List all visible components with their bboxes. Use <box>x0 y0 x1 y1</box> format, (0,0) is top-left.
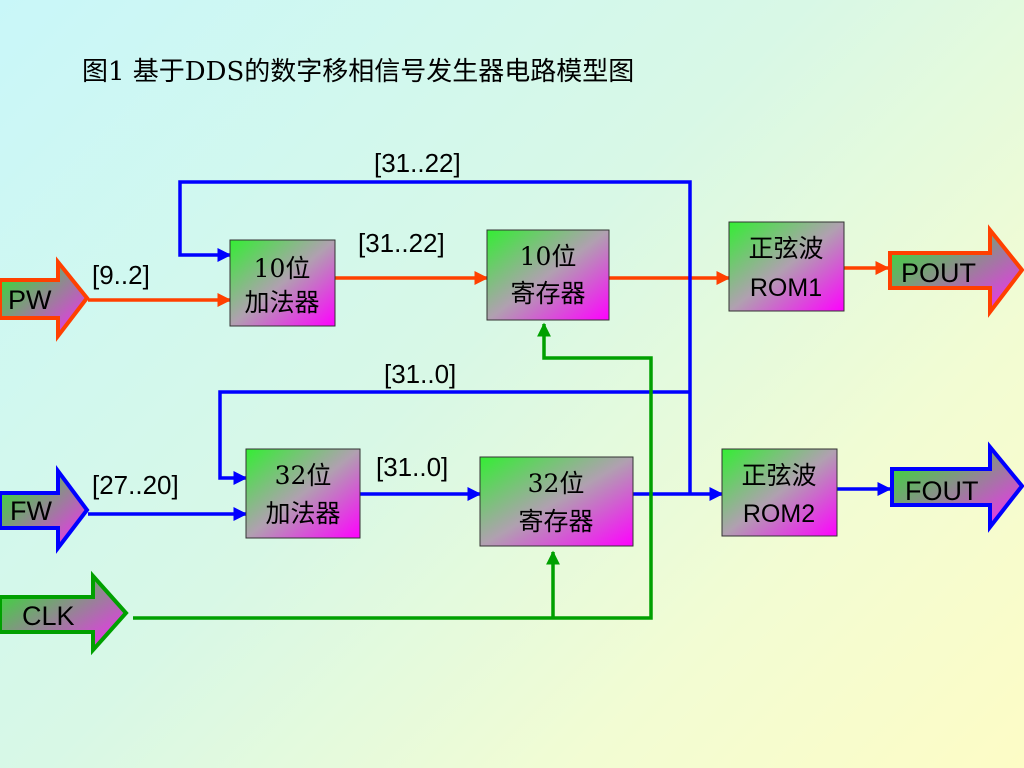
block-add10: 10位 加法器 <box>229 239 336 327</box>
port-pout-label: POUT <box>901 258 976 288</box>
freq-wires <box>88 180 892 521</box>
bus-label-mid-feedback: [31..0] <box>384 359 456 389</box>
wire-clk-main <box>133 322 653 620</box>
block-rom2-line2: ROM2 <box>743 500 815 528</box>
wire-mid-feedback <box>218 390 690 485</box>
port-fout: FOUT <box>890 441 1024 533</box>
block-add10-line1: 10位 <box>254 254 311 283</box>
block-add32: 32位 加法器 <box>245 448 361 539</box>
bus-label-top-feedback: [31..22] <box>374 148 461 178</box>
port-fout-label: FOUT <box>905 476 979 506</box>
block-reg10: 10位 寄存器 <box>486 229 610 321</box>
bus-label-add10-reg10: [31..22] <box>358 228 445 258</box>
block-reg32-line1: 32位 <box>528 469 585 498</box>
block-rom1-line2: ROM1 <box>750 274 822 302</box>
phase-wires <box>88 261 890 307</box>
port-fw: FW <box>0 464 90 554</box>
port-pw: PW <box>0 256 90 342</box>
port-fw-label: FW <box>10 496 52 526</box>
port-pw-label: PW <box>8 285 52 315</box>
port-clk-label: CLK <box>22 601 75 631</box>
port-pout: POUT <box>888 224 1024 318</box>
block-add32-line1: 32位 <box>275 461 332 490</box>
bus-label-add32-reg32: [31..0] <box>376 452 448 482</box>
block-add10-line2: 加法器 <box>244 288 319 317</box>
bus-label-fw-in: [27..20] <box>92 470 179 500</box>
block-reg10-line2: 寄存器 <box>510 279 585 308</box>
bus-label-pw-in: [9..2] <box>92 260 150 290</box>
block-rom1-line1: 正弦波 <box>748 234 823 263</box>
block-reg10-line1: 10位 <box>520 242 577 271</box>
wire-top-feedback <box>178 180 692 494</box>
clock-wires <box>133 322 653 620</box>
block-add32-line2: 加法器 <box>265 499 340 528</box>
block-reg32-line2: 寄存器 <box>518 507 593 536</box>
diagram-title: 图1 基于DDS的数字移相信号发生器电路模型图 <box>82 57 634 87</box>
block-rom1: 正弦波 ROM1 <box>728 221 845 312</box>
block-rom2-line1: 正弦波 <box>741 461 816 490</box>
port-clk: CLK <box>0 570 129 656</box>
block-rom2: 正弦波 ROM2 <box>721 448 838 537</box>
block-reg32: 32位 寄存器 <box>479 456 634 547</box>
